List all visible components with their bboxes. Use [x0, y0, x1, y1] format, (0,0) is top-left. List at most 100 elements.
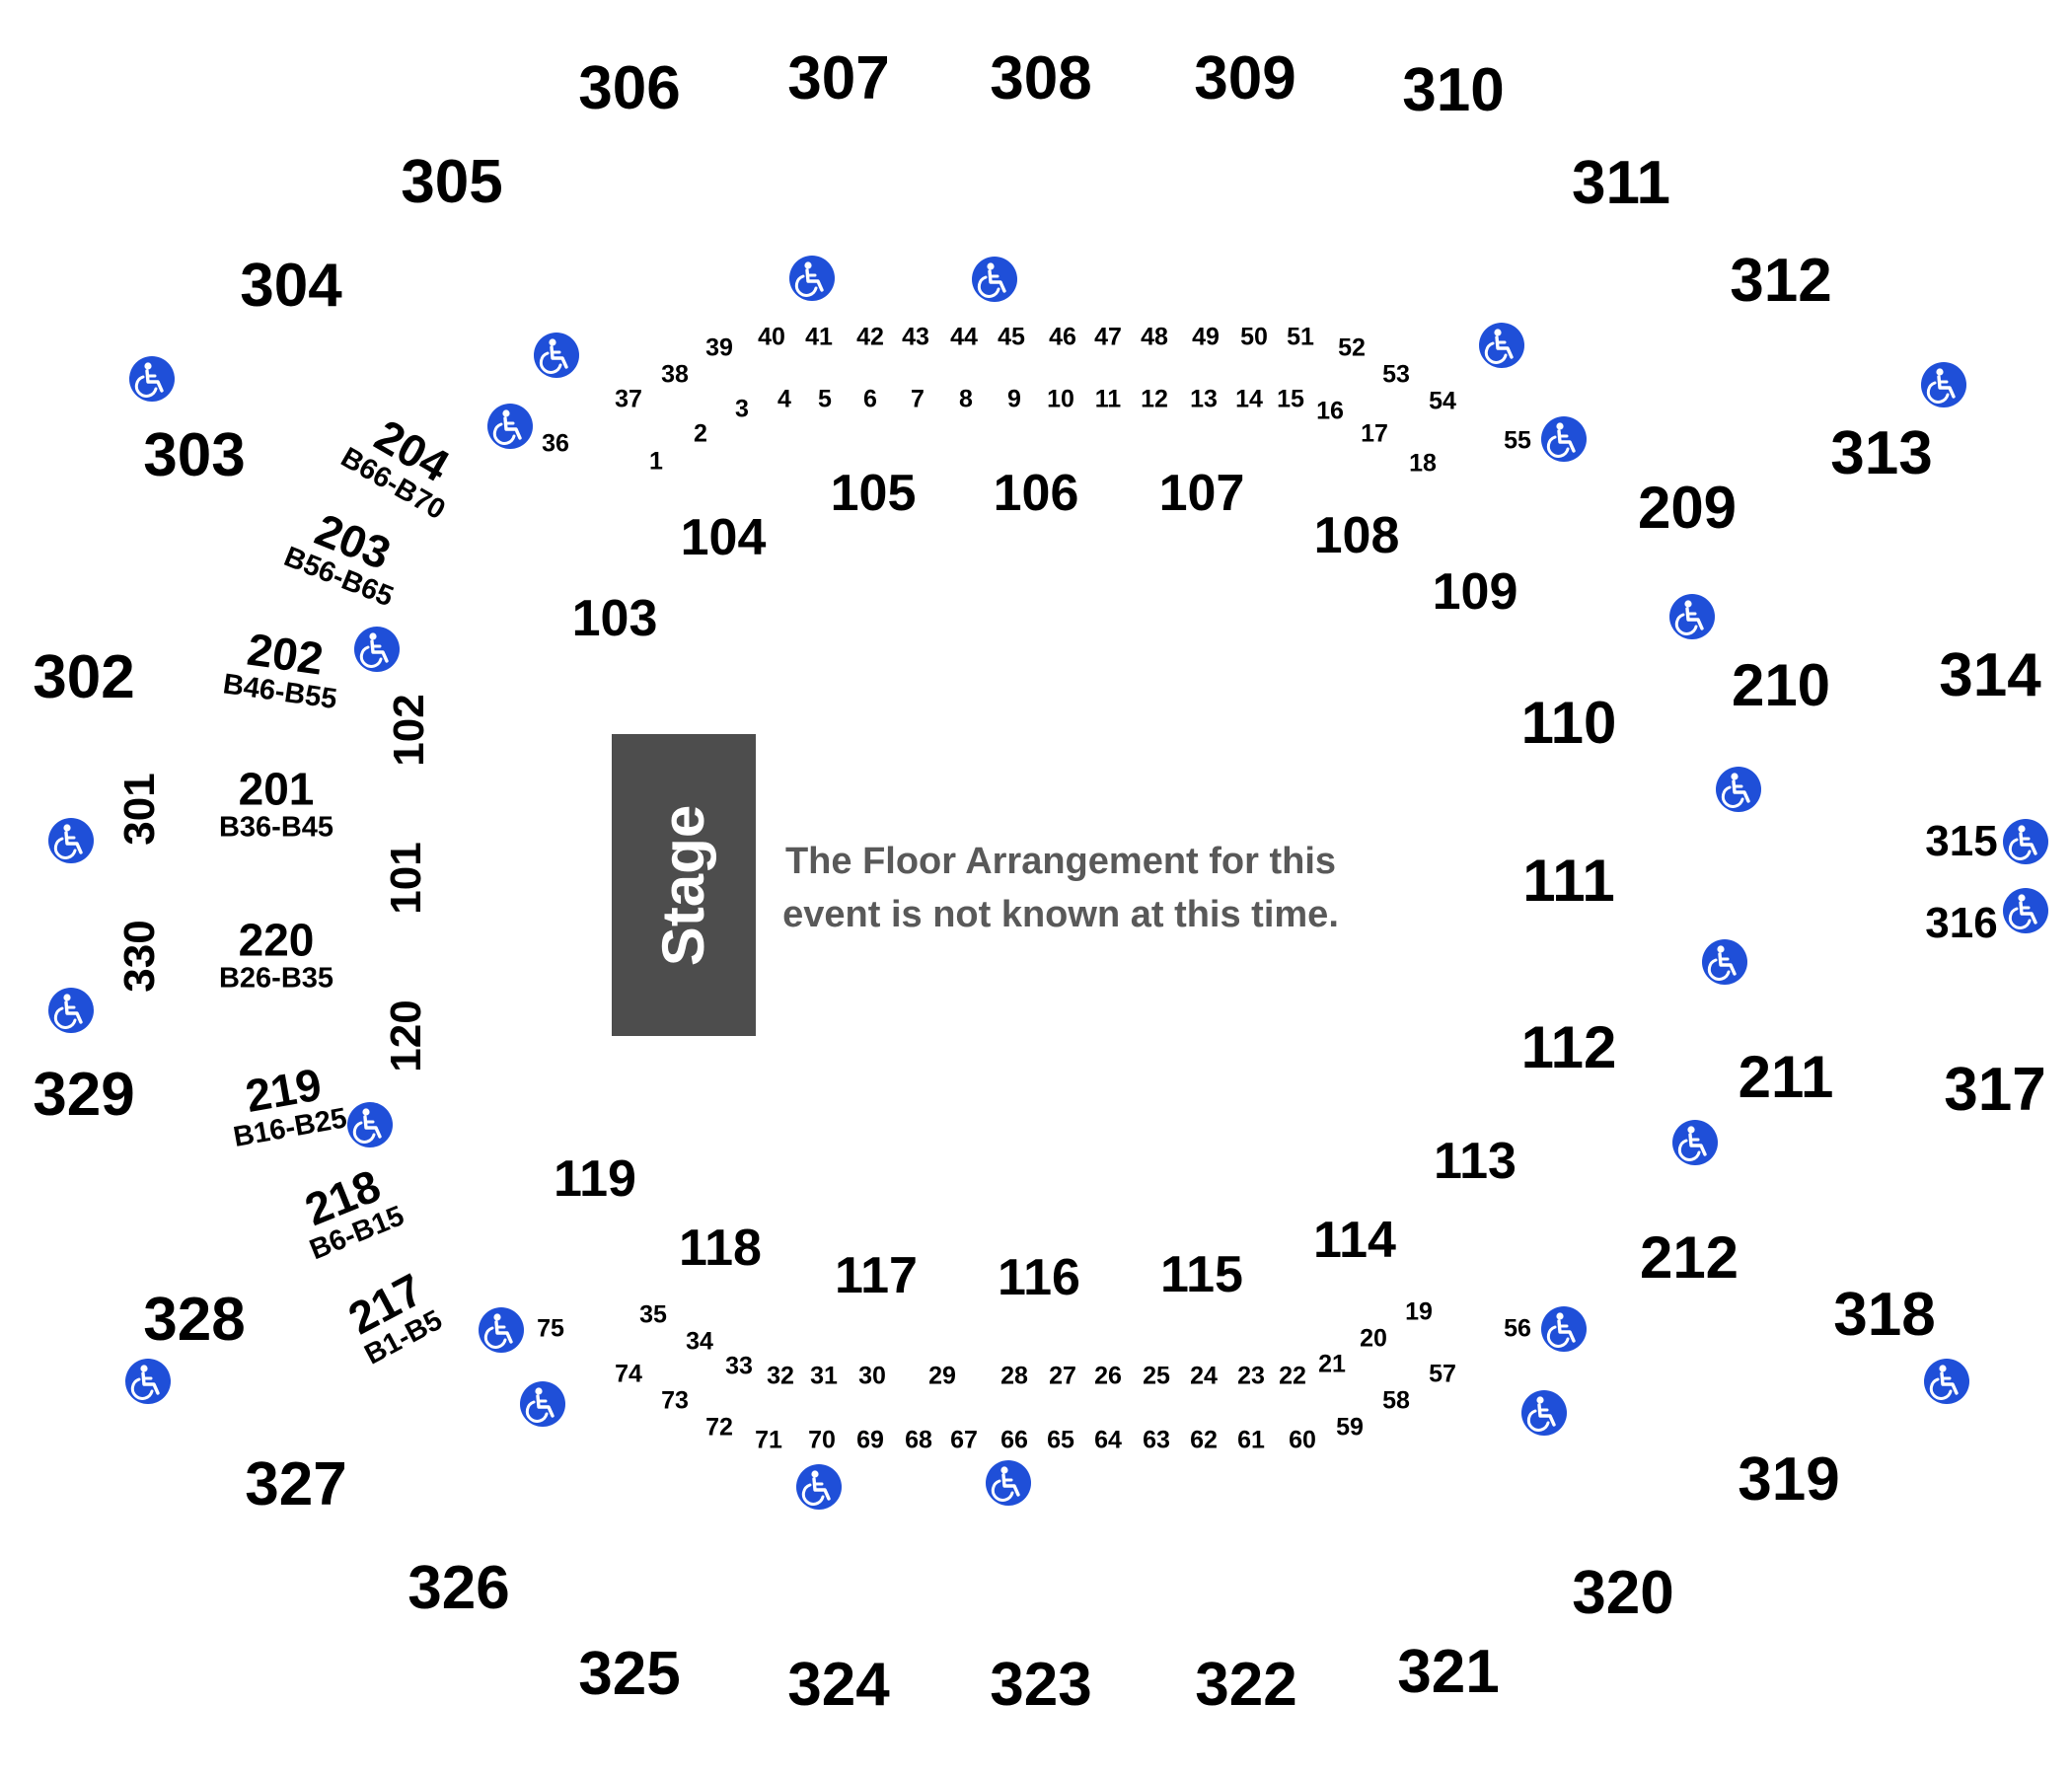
- section-114[interactable]: 114: [1313, 1212, 1396, 1269]
- box-52[interactable]: 52: [1338, 333, 1366, 362]
- section-321[interactable]: 321: [1397, 1638, 1500, 1706]
- box-11[interactable]: 11: [1094, 385, 1122, 413]
- box-49[interactable]: 49: [1192, 323, 1220, 351]
- box-44[interactable]: 44: [950, 323, 978, 351]
- box-57[interactable]: 57: [1429, 1360, 1456, 1388]
- box-65[interactable]: 65: [1047, 1426, 1074, 1454]
- box-63[interactable]: 63: [1143, 1426, 1170, 1454]
- section-311[interactable]: 311: [1571, 149, 1671, 217]
- box-58[interactable]: 58: [1382, 1386, 1410, 1415]
- box-59[interactable]: 59: [1336, 1413, 1364, 1442]
- section-313[interactable]: 313: [1830, 419, 1933, 487]
- section-210[interactable]: 210: [1731, 652, 1831, 718]
- box-23[interactable]: 23: [1237, 1362, 1265, 1390]
- box-20[interactable]: 20: [1360, 1324, 1387, 1353]
- box-34[interactable]: 34: [686, 1327, 713, 1356]
- box-29[interactable]: 29: [928, 1362, 956, 1390]
- section-306[interactable]: 306: [578, 54, 681, 122]
- section-314[interactable]: 314: [1939, 641, 2041, 709]
- box-9[interactable]: 9: [1007, 385, 1021, 413]
- section-102[interactable]: 102: [385, 694, 433, 767]
- box-13[interactable]: 13: [1190, 385, 1218, 413]
- box-50[interactable]: 50: [1240, 323, 1268, 351]
- box-47[interactable]: 47: [1094, 323, 1122, 351]
- box-28[interactable]: 28: [1000, 1362, 1028, 1390]
- box-62[interactable]: 62: [1190, 1426, 1218, 1454]
- section-120[interactable]: 120: [382, 999, 430, 1073]
- box-60[interactable]: 60: [1289, 1426, 1316, 1454]
- section-303[interactable]: 303: [143, 421, 246, 489]
- section-119[interactable]: 119: [554, 1150, 636, 1208]
- section-328[interactable]: 328: [143, 1286, 246, 1354]
- box-16[interactable]: 16: [1316, 397, 1344, 425]
- box-15[interactable]: 15: [1277, 385, 1304, 413]
- section-307[interactable]: 307: [787, 44, 890, 112]
- box-68[interactable]: 68: [905, 1426, 932, 1454]
- section-320[interactable]: 320: [1572, 1559, 1674, 1627]
- box-39[interactable]: 39: [705, 333, 733, 362]
- box-31[interactable]: 31: [810, 1362, 838, 1390]
- section-327[interactable]: 327: [245, 1450, 347, 1518]
- box-12[interactable]: 12: [1141, 385, 1168, 413]
- section-211[interactable]: 211: [1738, 1044, 1834, 1110]
- box-41[interactable]: 41: [805, 323, 833, 351]
- section-103[interactable]: 103: [571, 590, 658, 647]
- section-322[interactable]: 322: [1195, 1651, 1297, 1719]
- box-46[interactable]: 46: [1049, 323, 1076, 351]
- section-109[interactable]: 109: [1432, 563, 1518, 621]
- section-106[interactable]: 106: [993, 465, 1079, 522]
- box-75[interactable]: 75: [537, 1314, 564, 1343]
- box-35[interactable]: 35: [639, 1300, 667, 1329]
- box-42[interactable]: 42: [856, 323, 884, 351]
- section-308[interactable]: 308: [990, 44, 1092, 112]
- box-45[interactable]: 45: [998, 323, 1025, 351]
- box-5[interactable]: 5: [818, 385, 832, 413]
- box-7[interactable]: 7: [911, 385, 925, 413]
- section-110[interactable]: 110: [1520, 690, 1617, 756]
- box-10[interactable]: 10: [1047, 385, 1074, 413]
- box-74[interactable]: 74: [615, 1360, 642, 1388]
- box-37[interactable]: 37: [615, 385, 642, 413]
- box-6[interactable]: 6: [863, 385, 877, 413]
- box-55[interactable]: 55: [1504, 426, 1531, 455]
- section-316[interactable]: 316: [1925, 899, 1998, 947]
- box-19[interactable]: 19: [1405, 1297, 1433, 1326]
- section-117[interactable]: 117: [835, 1247, 918, 1304]
- box-2[interactable]: 2: [694, 419, 707, 448]
- section-317[interactable]: 317: [1944, 1056, 2046, 1124]
- box-32[interactable]: 32: [767, 1362, 794, 1390]
- box-14[interactable]: 14: [1235, 385, 1263, 413]
- section-309[interactable]: 309: [1194, 44, 1296, 112]
- box-21[interactable]: 21: [1318, 1350, 1346, 1378]
- box-61[interactable]: 61: [1237, 1426, 1265, 1454]
- section-115[interactable]: 115: [1160, 1246, 1243, 1303]
- section-118[interactable]: 118: [679, 1220, 762, 1277]
- box-26[interactable]: 26: [1094, 1362, 1122, 1390]
- box-3[interactable]: 3: [735, 395, 749, 423]
- box-51[interactable]: 51: [1287, 323, 1314, 351]
- box-48[interactable]: 48: [1141, 323, 1168, 351]
- box-70[interactable]: 70: [808, 1426, 836, 1454]
- box-66[interactable]: 66: [1000, 1426, 1028, 1454]
- section-301[interactable]: 301: [115, 773, 164, 846]
- box-22[interactable]: 22: [1279, 1362, 1306, 1390]
- box-30[interactable]: 30: [858, 1362, 886, 1390]
- section-302[interactable]: 302: [33, 643, 135, 711]
- box-27[interactable]: 27: [1049, 1362, 1076, 1390]
- section-304[interactable]: 304: [240, 252, 342, 320]
- box-17[interactable]: 17: [1361, 419, 1388, 448]
- box-18[interactable]: 18: [1409, 449, 1437, 478]
- box-73[interactable]: 73: [661, 1386, 689, 1415]
- box-38[interactable]: 38: [661, 360, 689, 389]
- section-116[interactable]: 116: [998, 1249, 1080, 1306]
- box-33[interactable]: 33: [725, 1352, 753, 1380]
- section-111[interactable]: 111: [1522, 848, 1615, 914]
- section-112[interactable]: 112: [1520, 1014, 1617, 1080]
- section-312[interactable]: 312: [1730, 247, 1832, 315]
- section-329[interactable]: 329: [33, 1061, 135, 1129]
